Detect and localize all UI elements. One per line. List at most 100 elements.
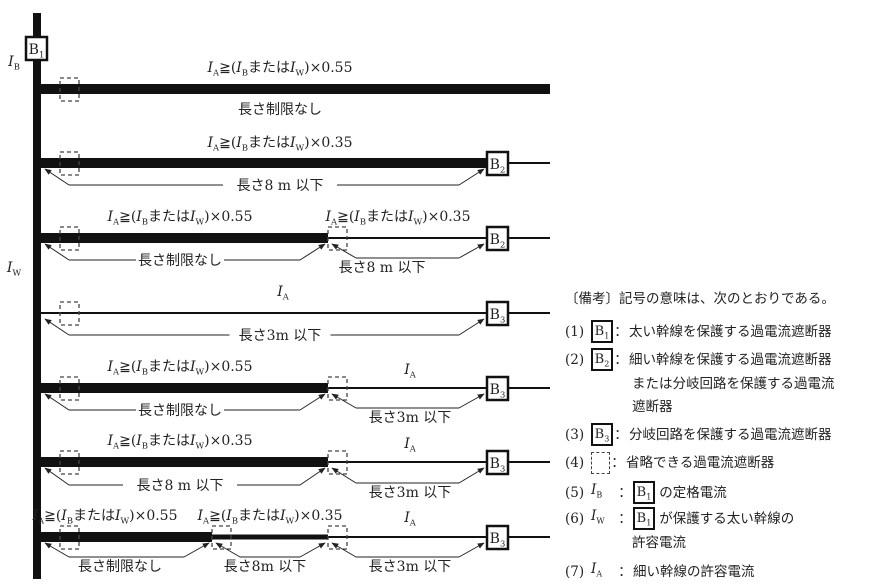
thick-feeder-line bbox=[41, 457, 328, 467]
omissible-breaker-icon bbox=[59, 226, 80, 251]
thin-feeder-line bbox=[508, 461, 550, 463]
thin-feeder-line bbox=[328, 387, 487, 389]
legend-item: (6)IW：B1 が保護する太い幹線の bbox=[565, 507, 794, 531]
length-limit-label: 長さ8 m 以下 bbox=[236, 178, 323, 194]
length-arrow-left bbox=[331, 243, 357, 259]
length-arrow-right bbox=[183, 542, 210, 558]
length-limit-label: 長さ制限なし bbox=[238, 102, 322, 118]
omissible-breaker-icon bbox=[327, 450, 348, 475]
legend-item: (3)B3：分岐回路を保護する過電流遮断器 bbox=[565, 423, 832, 446]
length-arrow-left bbox=[331, 542, 357, 558]
length-arrow-left bbox=[331, 393, 357, 409]
length-arrow-right bbox=[299, 243, 326, 261]
legend-description: 細い幹線を保護する過電流遮断器 bbox=[629, 351, 832, 368]
length-arrow-right bbox=[458, 467, 485, 484]
legend-current-symbol: IB bbox=[591, 482, 603, 500]
omissible-breaker-icon bbox=[327, 376, 348, 401]
thin-feeder-line bbox=[328, 237, 487, 239]
breaker-symbol: B1 bbox=[591, 320, 613, 343]
length-limit-label: 長さ制限なし bbox=[78, 559, 162, 575]
length-arrow-right bbox=[458, 393, 485, 409]
legend-item-number: (7) bbox=[565, 563, 585, 580]
breaker-symbol bbox=[485, 150, 510, 177]
legend-description: 細い幹線の許容電流 bbox=[633, 563, 755, 580]
omissible-breaker-icon bbox=[59, 376, 80, 401]
breaker-box: B2​ bbox=[485, 225, 510, 252]
legend-colon: ： bbox=[614, 426, 628, 443]
ampacity-formula: IA​ bbox=[403, 436, 417, 454]
legend-item: (2)B2：細い幹線を保護する過電流遮断器 bbox=[565, 348, 832, 371]
label-mask bbox=[136, 402, 224, 418]
ampacity-formula: IA​ bbox=[403, 362, 417, 380]
ampacity-formula: IA​≧(IB​またはIW​)×0.35 bbox=[207, 135, 353, 153]
ampacity-formula: IA​≧(IB​またはIW​)×0.35 bbox=[107, 433, 253, 451]
legend-item: (7)IA：細い幹線の許容電流 bbox=[565, 560, 755, 584]
label-mask bbox=[136, 252, 224, 268]
legend-item-number: (4) bbox=[565, 455, 585, 471]
breaker-box: B2​ bbox=[485, 150, 510, 177]
thin-feeder-line bbox=[41, 312, 487, 314]
thin-feeder-line bbox=[508, 237, 550, 239]
thick-feeder-line bbox=[41, 84, 550, 94]
breaker-box: B3​ bbox=[485, 300, 510, 327]
legend-item-number: (6) bbox=[565, 510, 585, 527]
ampacity-formula: IA​ bbox=[276, 284, 290, 302]
legend-item: (1)B1：太い幹線を保護する過電流遮断器 bbox=[565, 320, 832, 343]
length-limit-label: 長さ制限なし bbox=[138, 253, 222, 269]
legend-colon: ： bbox=[614, 351, 628, 368]
omissible-breaker-icon bbox=[59, 525, 80, 550]
length-limit-label: 長さ3m 以下 bbox=[369, 485, 452, 501]
current-ib-label: IB​ bbox=[7, 54, 20, 72]
ampacity-formula: IA​≧(IB​またはIW​)×0.55 bbox=[32, 508, 178, 526]
breaker-symbol bbox=[24, 35, 49, 62]
breaker-symbol: B1 bbox=[633, 507, 655, 531]
legend-colon: ： bbox=[611, 455, 625, 471]
breaker-symbol: B2 bbox=[591, 348, 613, 371]
breaker-label: B3​ bbox=[490, 531, 506, 549]
breaker-symbol: B3 bbox=[591, 423, 613, 446]
legend-description-continued: または分岐回路を保護する過電流 bbox=[632, 376, 835, 392]
ampacity-formula: IA​≧(IB​またはIW​)×0.35 bbox=[325, 209, 471, 227]
length-limit-label: 長さ8m 以下 bbox=[224, 559, 307, 575]
thin-feeder-line bbox=[328, 461, 487, 463]
breaker-symbol bbox=[485, 375, 510, 402]
thick-feeder-line bbox=[41, 158, 487, 168]
legend-description: 太い幹線を保護する過電流遮断器 bbox=[629, 323, 832, 340]
length-arrow-left bbox=[331, 467, 357, 484]
omissible-breaker-icon bbox=[59, 77, 80, 102]
length-arrow-left bbox=[44, 542, 70, 558]
breaker-label: B2​ bbox=[490, 157, 506, 175]
omissible-breaker-icon bbox=[59, 301, 80, 326]
length-limit-label: 長さ3m 以下 bbox=[369, 410, 452, 426]
length-limit-label: 長さ3m 以下 bbox=[239, 328, 322, 344]
breaker-label: B3​ bbox=[490, 382, 506, 400]
length-arrow-left bbox=[44, 393, 70, 411]
legend-title: 〔備考〕記号の意味は、次のとおりである。 bbox=[565, 291, 835, 307]
legend-description: の定格電流 bbox=[659, 484, 727, 501]
length-arrow-left bbox=[44, 243, 70, 261]
ampacity-formula: IA​≧(IB​またはIW​)×0.35 bbox=[197, 508, 343, 526]
length-limit-label: 長さ3m 以下 bbox=[369, 559, 452, 575]
medium-feeder-line bbox=[212, 534, 328, 540]
thick-feeder-line bbox=[41, 233, 328, 243]
thin-feeder-line bbox=[508, 162, 550, 164]
breaker-box: B3​ bbox=[485, 375, 510, 402]
length-arrow-right bbox=[458, 168, 485, 186]
legend-description: が保護する太い幹線の bbox=[659, 510, 795, 527]
breaker-symbol bbox=[485, 300, 510, 327]
legend-item-number: (1) bbox=[565, 323, 585, 340]
thick-feeder-line bbox=[41, 532, 212, 542]
legend-item-number: (3) bbox=[565, 426, 585, 443]
length-arrow-left bbox=[44, 168, 70, 186]
label-mask bbox=[123, 477, 237, 493]
current-iw-label: IW​ bbox=[6, 260, 22, 278]
length-arrow-right bbox=[299, 542, 326, 558]
length-arrow-left bbox=[215, 542, 241, 558]
thick-feeder-line bbox=[41, 383, 328, 393]
label-mask bbox=[229, 327, 331, 343]
thin-feeder-line bbox=[508, 387, 550, 389]
length-arrow-right bbox=[299, 467, 326, 486]
length-arrow-right bbox=[458, 318, 485, 336]
legend-colon: ： bbox=[618, 563, 632, 580]
breaker-symbol bbox=[485, 225, 510, 252]
